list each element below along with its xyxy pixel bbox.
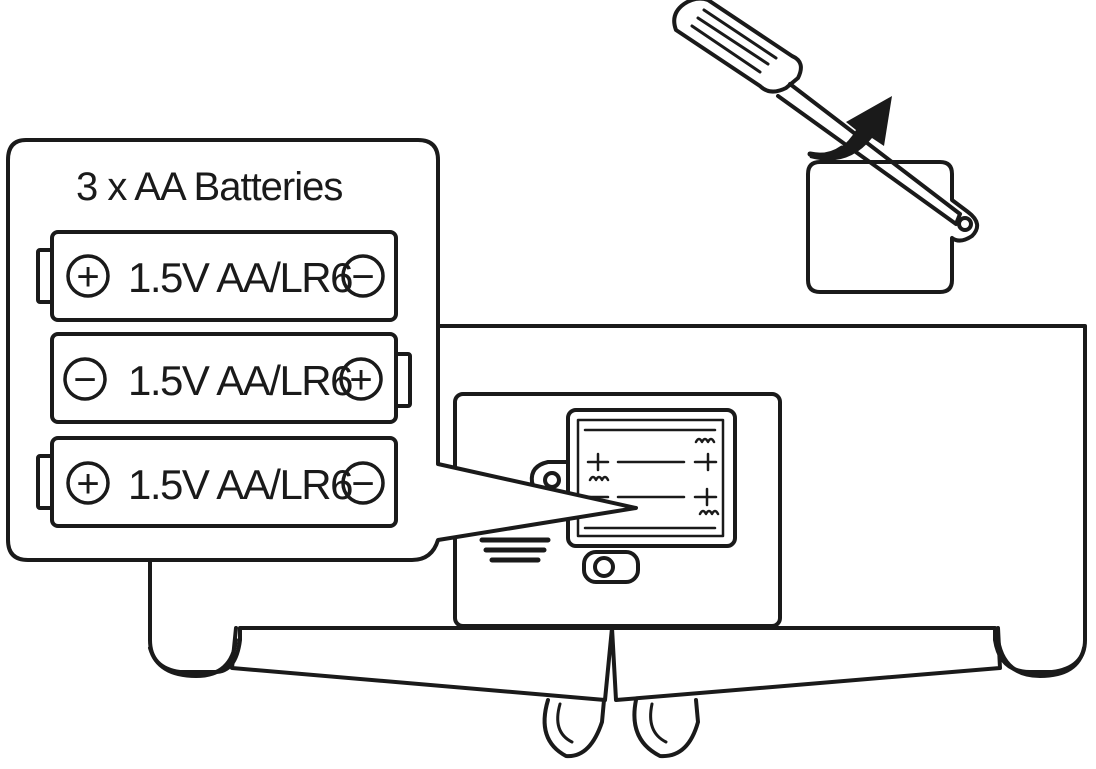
lower-panel-left xyxy=(230,626,614,702)
battery-3-label: 1.5V AA/LR6 xyxy=(128,461,352,508)
battery-3-body xyxy=(50,436,398,528)
screw-hole xyxy=(543,471,561,489)
lower-panel-right xyxy=(610,626,1002,702)
right-foot xyxy=(996,638,1086,678)
callout-title: 3 x AA Batteries xyxy=(76,165,342,209)
power-switch xyxy=(582,550,640,584)
battery-3-left-terminal: + xyxy=(76,462,99,506)
bottom-knob-left-inner xyxy=(556,702,574,744)
screwdriver-icon xyxy=(672,0,962,226)
lid-outline xyxy=(806,160,980,294)
battery-1-left-terminal-icon xyxy=(66,254,110,298)
battery-3-left-terminal-icon xyxy=(66,461,110,505)
callout: 3 x AA Batteries + 1.5V AA/LR6 − − 1.5V … xyxy=(6,138,638,562)
bottom-knob-right xyxy=(632,698,700,759)
callout-bubble xyxy=(6,138,638,562)
battery-2-body xyxy=(50,332,398,424)
battery-2-label: 1.5V AA/LR6 xyxy=(128,357,352,404)
bottom-knob-right-inner xyxy=(649,702,668,744)
battery-1-right-terminal-icon xyxy=(341,254,385,298)
speaker-grille xyxy=(479,537,551,563)
power-switch-knob xyxy=(593,556,615,578)
battery-compartment-inner xyxy=(576,418,725,538)
rotate-arrow-tail xyxy=(807,145,845,158)
battery-2: − 1.5V AA/LR6 + xyxy=(50,332,412,424)
battery-compartment xyxy=(566,408,737,548)
battery-cover-lid xyxy=(806,160,980,294)
battery-1-body xyxy=(50,230,398,322)
battery-3: + 1.5V AA/LR6 − xyxy=(36,436,398,528)
battery-1: + 1.5V AA/LR6 − xyxy=(36,230,398,322)
battery-3-right-terminal-icon xyxy=(341,461,385,505)
screwdriver-handle xyxy=(672,0,803,94)
screwdriver-shaft xyxy=(776,82,962,226)
battery-2-right-terminal: + xyxy=(349,358,372,402)
lid-screw xyxy=(957,216,973,232)
screwdriver-grip-lines xyxy=(690,8,778,74)
battery-1-right-terminal: − xyxy=(351,255,374,299)
battery-1-left-terminal: + xyxy=(76,255,99,299)
battery-2-left-terminal-icon xyxy=(63,357,107,401)
battery-3-right-terminal: − xyxy=(351,462,374,506)
battery-2-left-terminal: − xyxy=(73,358,96,402)
compartment-markings xyxy=(583,428,720,530)
battery-2-right-terminal-icon xyxy=(339,357,383,401)
rotate-arrow-icon xyxy=(808,96,892,161)
battery-1-label: 1.5V AA/LR6 xyxy=(128,254,352,301)
bottom-knob-left xyxy=(542,698,606,759)
